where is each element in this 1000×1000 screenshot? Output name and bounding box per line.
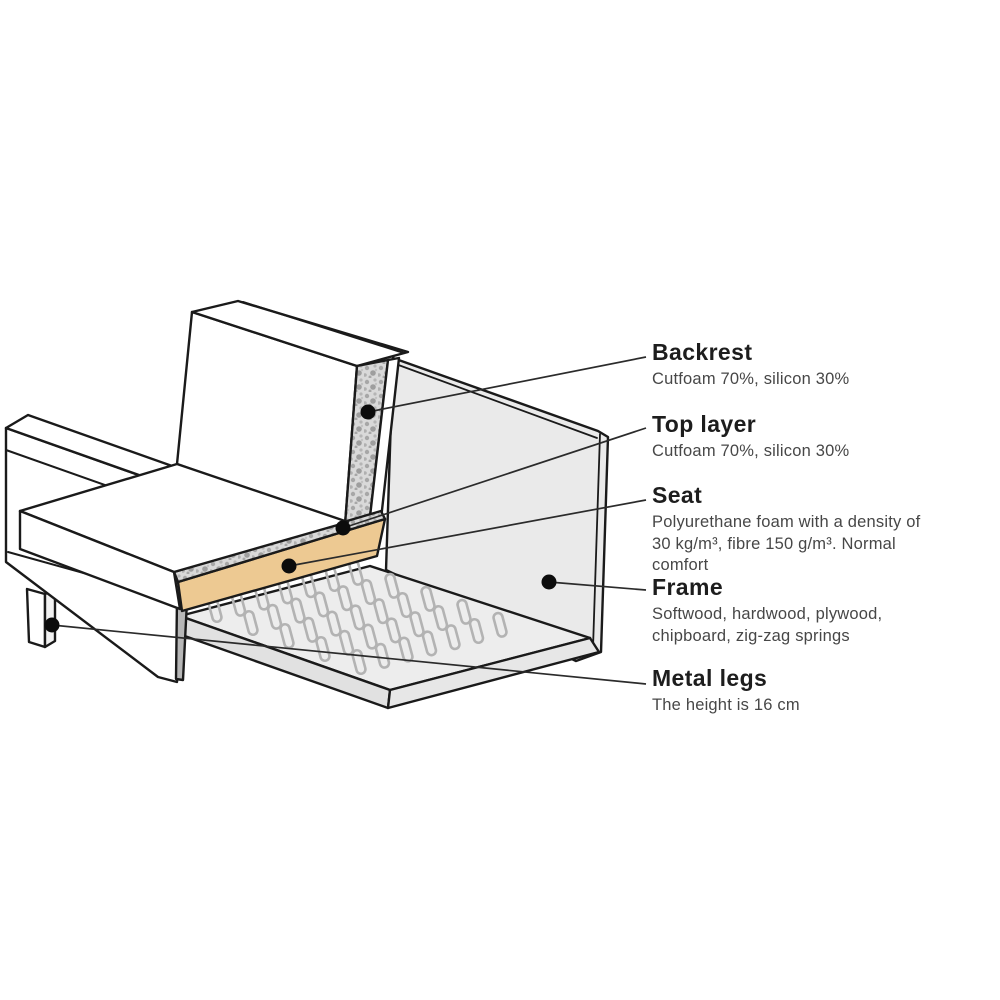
label-backrest-heading: Backrest	[652, 339, 753, 365]
callouts	[51, 356, 647, 685]
callout-line-seat	[288, 499, 647, 567]
frame-back-panel-top-edge	[392, 362, 598, 439]
backrest-slab-gap-line	[242, 301, 405, 354]
callout-dot-frame	[541, 574, 557, 590]
frame-back-panel-right-edge	[592, 433, 601, 649]
label-metal-legs-heading: Metal legs	[652, 665, 768, 691]
metal-leg-front	[25, 587, 47, 649]
label-frame-description: Softwood, hardwood, plywood, chipboard, …	[652, 605, 883, 645]
callout-dot-top-layer	[335, 520, 351, 536]
label-frame: Frame Softwood, hardwood, plywood, chipb…	[652, 574, 904, 647]
frame-base-front-right	[386, 636, 601, 710]
label-top-layer: Top layer Cutfoam 70%, silicon 30%	[652, 411, 850, 463]
callout-dot-metal-legs	[44, 617, 60, 633]
callout-dots	[44, 404, 557, 633]
backrest-cushion-top	[190, 299, 410, 368]
label-metal-legs: Metal legs The height is 16 cm	[652, 665, 800, 717]
label-seat-heading: Seat	[652, 482, 703, 508]
seat-cushion-front	[18, 509, 182, 611]
label-metal-legs-description: The height is 16 cm	[652, 696, 800, 715]
callout-line-backrest	[367, 356, 647, 413]
label-backrest: Backrest Cutfoam 70%, silicon 30%	[652, 339, 850, 391]
label-top-layer-description: Cutfoam 70%, silicon 30%	[652, 442, 850, 461]
label-seat-description: Polyurethane foam with a density of 30 k…	[652, 513, 921, 575]
label-frame-heading: Frame	[652, 574, 724, 600]
label-backrest-description: Cutfoam 70%, silicon 30%	[652, 370, 850, 389]
callout-line-frame	[548, 581, 647, 591]
label-top-layer-heading: Top layer	[652, 411, 757, 437]
label-seat: Seat Polyurethane foam with a density of…	[652, 482, 924, 577]
callout-dot-backrest	[360, 404, 376, 420]
callout-line-top-layer	[342, 427, 647, 529]
callout-line-metal-legs	[51, 624, 647, 685]
callout-dot-seat	[281, 558, 297, 574]
